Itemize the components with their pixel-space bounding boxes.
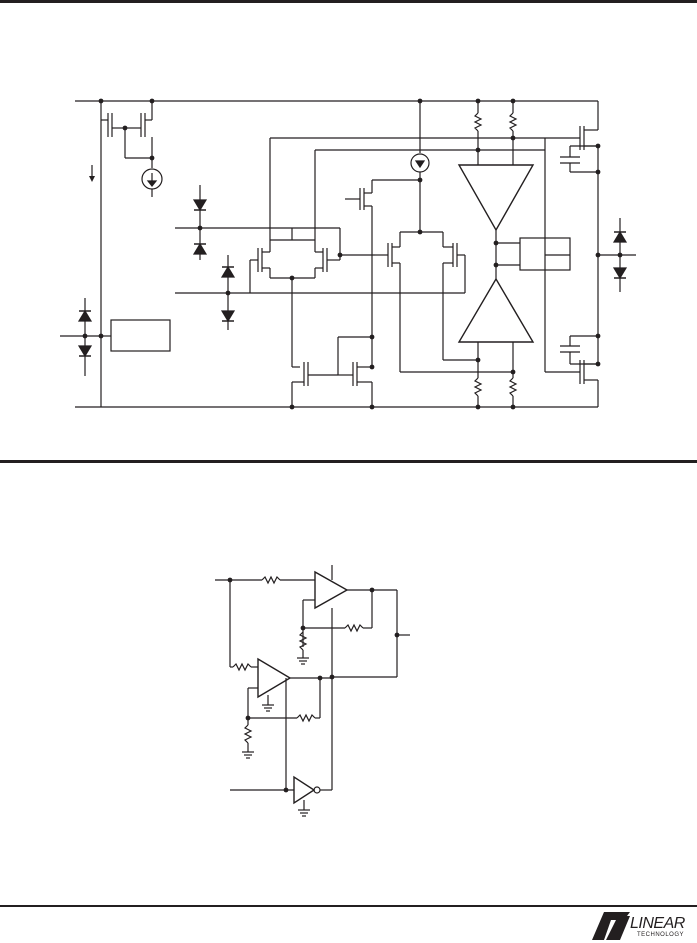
capacitor-icon bbox=[560, 335, 598, 365]
transistor-icon bbox=[345, 180, 373, 367]
junction-dots bbox=[82, 98, 623, 410]
lt-logo-icon bbox=[592, 912, 630, 940]
simplified-schematic bbox=[60, 100, 636, 408]
amplifier-icon bbox=[257, 657, 292, 699]
resistor-icon bbox=[344, 624, 364, 632]
transistor-icon bbox=[291, 362, 338, 407]
resistor-icon bbox=[296, 714, 316, 722]
application-circuit bbox=[215, 565, 410, 817]
resistor-icon bbox=[474, 377, 482, 397]
ground-icon bbox=[261, 704, 275, 712]
ground-icon bbox=[297, 809, 311, 817]
junction-dots bbox=[227, 577, 400, 793]
inverter-icon bbox=[293, 775, 321, 805]
current-source-icon bbox=[141, 168, 163, 197]
resistor-icon bbox=[232, 663, 252, 671]
top-rule bbox=[0, 0, 697, 3]
bias-block bbox=[110, 319, 171, 352]
amplifier-icon bbox=[314, 570, 349, 610]
diode-icon bbox=[598, 218, 636, 292]
resistor-icon bbox=[509, 377, 517, 397]
section-divider bbox=[0, 460, 697, 463]
transistor-icon bbox=[314, 240, 340, 272]
capacitor-icon bbox=[560, 145, 598, 173]
resistor-icon bbox=[474, 112, 482, 132]
ground-icon bbox=[296, 657, 310, 665]
bottom-rule bbox=[0, 905, 697, 907]
brand-wordmark: LINEAR bbox=[630, 915, 685, 932]
resistor-icon bbox=[244, 724, 252, 744]
resistor-icon bbox=[261, 576, 281, 584]
transistor-icon bbox=[375, 243, 400, 267]
ground-icon bbox=[241, 751, 255, 759]
transistor-icon bbox=[124, 101, 153, 168]
current-source-icon bbox=[410, 153, 430, 173]
transistor-icon bbox=[338, 362, 373, 407]
diode-icon bbox=[175, 255, 465, 330]
brand-sub: TECHNOLOGY bbox=[637, 932, 685, 938]
amplifier-icon bbox=[457, 277, 535, 343]
resistor-icon bbox=[509, 112, 517, 132]
diode-icon bbox=[175, 185, 340, 260]
transistor-icon bbox=[443, 243, 465, 267]
amplifier-icon bbox=[457, 164, 535, 232]
transistor-icon bbox=[100, 101, 125, 336]
transistor-icon bbox=[250, 240, 271, 272]
